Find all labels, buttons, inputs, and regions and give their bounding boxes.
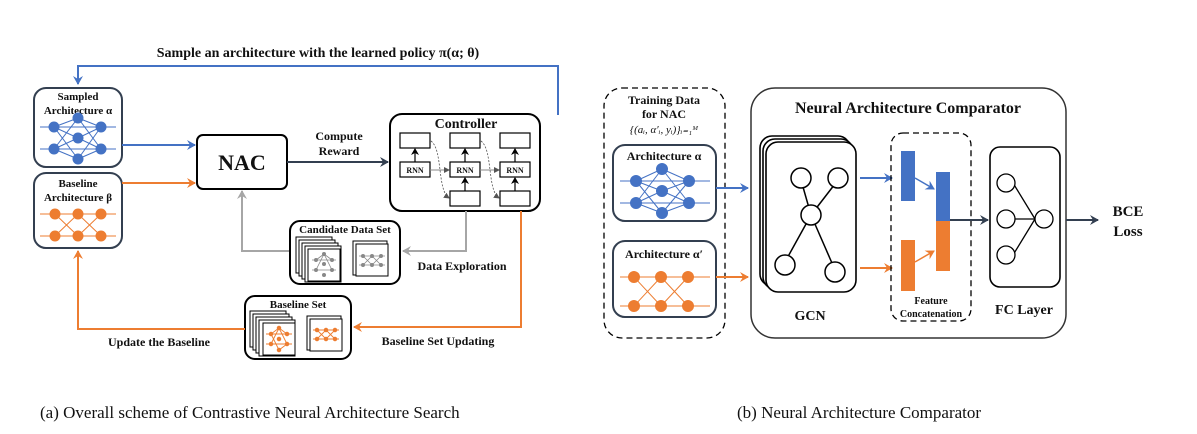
sample-label: Sample an architecture with the learned … [157,46,480,61]
panel-a: Sample an architecture with the learned … [33,46,559,422]
orange-network-icon [620,271,710,312]
panel-b: Training Data for NAC {(aᵢ, α′ᵢ, yᵢ)}ᵢ₌₁… [603,87,1144,422]
baseline-set-label: Baseline Set [270,299,327,311]
candidate-stack-icon [295,236,389,283]
comparator-box: Neural Architecture Comparator GCN [750,87,1067,339]
feature-label-2: Concatenation [900,309,963,320]
fc-network-icon [996,173,1054,265]
sampled-architecture-box: Sampled Architecture α [33,87,123,168]
compute-reward-label-2: Reward [319,144,360,158]
architecture-alpha-box: Architecture α [612,144,717,222]
caption-a: (a) Overall scheme of Contrastive Neural… [40,403,460,422]
gcn-label: GCN [794,309,825,324]
feature-label-1: Feature [914,296,948,307]
data-exploration-label: Data Exploration [417,259,506,273]
data-exploration-arrow [402,211,467,256]
bce-loss-label-2: Loss [1113,224,1142,240]
blue-feature-bar [901,151,915,201]
gcn-block: GCN [759,135,857,324]
training-data-label-2: for NAC [642,107,686,121]
architecture-alpha-label: Architecture α [627,149,702,163]
graph-icon [774,167,849,283]
nac-label: NAC [218,150,266,175]
fc-layer-label: FC Layer [995,303,1053,318]
fc-layer-block: FC Layer [989,146,1061,318]
compute-reward-label-1: Compute [315,129,363,143]
comparator-title: Neural Architecture Comparator [795,100,1021,117]
baseline-set-updating-arrow [353,211,522,332]
concat-blue-segment [936,172,950,221]
blue-network-icon [620,163,710,219]
rnn-cell-1: RNN [399,161,431,178]
orange-feature-bar [901,240,915,291]
baseline-set-box: Baseline Set [244,295,352,360]
architecture-alpha-prime-box: Architecture α′ [612,240,717,318]
training-data-formula: {(aᵢ, α′ᵢ, yᵢ)}ᵢ₌₁ᴹ [630,124,699,136]
svg-text:RNN: RNN [506,166,524,175]
feature-concatenation-block: Feature Concatenation [890,132,972,322]
rnn-cell-2: RNN [449,161,481,178]
baseline-set-updating-label: Baseline Set Updating [382,334,495,348]
blue-network-icon [40,112,116,165]
candidate-data-set-label: Candidate Data Set [299,224,391,236]
sampled-label-1: Sampled [58,91,99,103]
rnn-cell-3: RNN [499,161,531,178]
training-data-label-1: Training Data [628,93,700,107]
baseline-architecture-box: Baseline Architecture β [33,172,123,249]
candidate-data-set-box: Candidate Data Set [289,220,401,285]
training-data-box: Training Data for NAC {(aᵢ, α′ᵢ, yᵢ)}ᵢ₌₁… [603,87,726,339]
update-baseline-label: Update the Baseline [108,335,211,349]
update-baseline-arrow [73,250,245,330]
caption-b: (b) Neural Architecture Comparator [737,403,981,422]
sample-arrow [73,65,559,115]
svg-text:RNN: RNN [456,166,474,175]
controller-box: Controller RNN RNN RNN [389,113,541,212]
concat-orange-segment [936,221,950,271]
baseline-label-1: Baseline [58,178,97,190]
architecture-alpha-prime-label: Architecture α′ [625,247,703,261]
baseline-label-2: Architecture β [44,192,112,204]
bce-loss-label-1: BCE [1113,204,1144,220]
orange-network-icon [40,208,116,242]
controller-title: Controller [435,117,498,132]
candidate-to-nac-arrow [237,190,290,252]
nac-box: NAC [196,134,288,190]
baseline-stack-icon [249,310,343,357]
svg-text:RNN: RNN [406,166,424,175]
sampled-label-2: Architecture α [44,105,113,117]
